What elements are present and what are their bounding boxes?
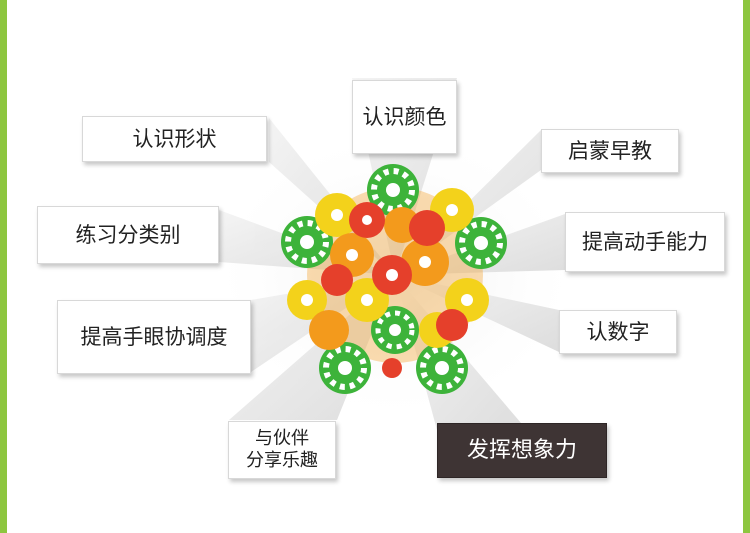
- label-recognize-shapes: 认识形状: [82, 116, 267, 162]
- flake-green-bottom-right: [416, 342, 468, 394]
- flake-green-top: [367, 164, 419, 216]
- label-share-with-friends: 与伙伴 分享乐趣: [228, 421, 336, 479]
- flake-red-3: [372, 255, 412, 295]
- flake-yellow-3: [287, 280, 327, 320]
- label-hand-eye-coordination: 提高手眼协调度: [57, 300, 251, 374]
- snowflake-block-ball-image: [281, 164, 507, 394]
- flake-green-left: [281, 216, 333, 268]
- label-recognize-numbers: 认数字: [559, 310, 677, 354]
- rays-and-toy-illustration: [205, 78, 585, 430]
- flake-green-right: [455, 217, 507, 269]
- flake-red-2: [409, 210, 445, 246]
- label-imagination: 发挥想象力: [437, 423, 607, 478]
- label-recognize-colors: 认识颜色: [352, 80, 457, 154]
- label-improve-hand-skills: 提高动手能力: [565, 212, 725, 272]
- flake-orange-3: [309, 310, 349, 350]
- flake-red-5: [436, 309, 468, 341]
- flake-green-center: [371, 306, 419, 354]
- flake-green-bottom-left: [319, 342, 371, 394]
- flake-red-4: [321, 264, 353, 296]
- label-share-line-2: 分享乐趣: [246, 450, 318, 471]
- flake-yellow-1: [315, 193, 359, 237]
- flake-red-1: [349, 202, 385, 238]
- flake-red-6: [382, 358, 402, 378]
- label-practice-classification: 练习分类别: [37, 206, 219, 264]
- label-share-line-1: 与伙伴: [255, 428, 309, 450]
- label-early-education: 启蒙早教: [541, 129, 679, 173]
- flake-orange-2: [401, 238, 449, 286]
